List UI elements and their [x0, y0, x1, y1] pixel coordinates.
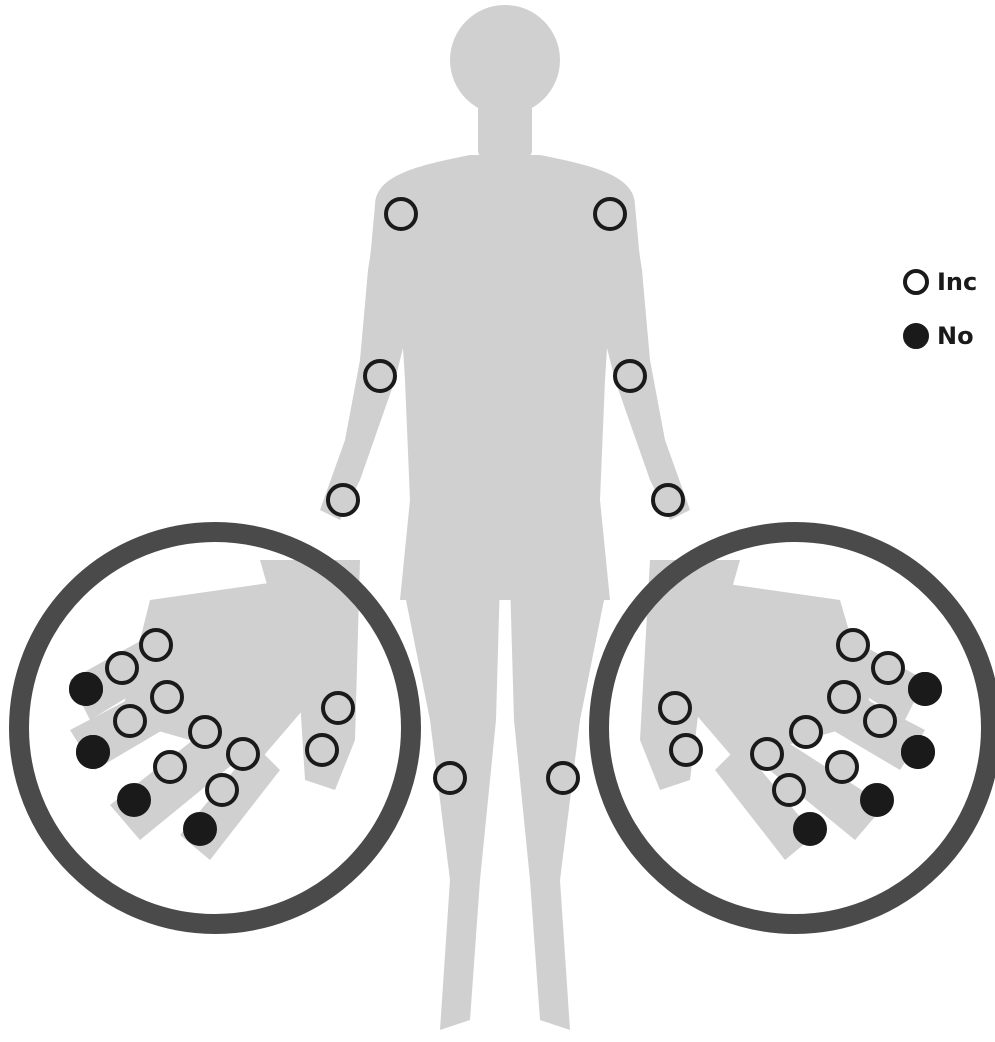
right-hand-little-joint-1	[752, 739, 782, 769]
right-hand-thumb-joint-1	[660, 693, 690, 723]
left-hand-middle-joint-4	[78, 737, 108, 767]
left-hand-little-joint-1	[228, 739, 258, 769]
open-circle-icon	[903, 269, 929, 295]
filled-circle-icon	[903, 323, 929, 349]
left-hand-little-joint-2	[207, 775, 237, 805]
right-hand-middle-joint-2	[865, 706, 895, 736]
left-hand-ring-joint-3	[119, 785, 149, 815]
legend-label-not-included: No	[937, 322, 974, 350]
body-silhouette	[320, 5, 690, 1030]
left-elbow-joint	[615, 361, 645, 391]
right-hand-little-joint-2	[774, 775, 804, 805]
left-wrist-joint	[653, 485, 683, 515]
left-hand-little-joint-3	[185, 814, 215, 844]
left-knee-joint	[548, 763, 578, 793]
left-hand-index-joint-4	[71, 674, 101, 704]
right-knee-joint	[435, 763, 465, 793]
right-hand-middle-joint-1	[829, 682, 859, 712]
left-hand-thumb-joint-2	[307, 735, 337, 765]
right-elbow-joint	[365, 361, 395, 391]
right-hand-ring-joint-3	[862, 785, 892, 815]
right-hand-middle-joint-4	[903, 737, 933, 767]
left-shoulder-joint	[595, 199, 625, 229]
right-hand-little-joint-3	[795, 814, 825, 844]
legend-item-included: Inc	[903, 268, 977, 296]
left-hand-middle-joint-2	[115, 706, 145, 736]
right-shoulder-joint	[386, 199, 416, 229]
right-hand-ring-joint-1	[791, 717, 821, 747]
left-hand-index-joint-1	[141, 630, 171, 660]
legend-label-included: Inc	[937, 268, 977, 296]
left-hand-ring-joint-2	[155, 752, 185, 782]
right-hand-index-joint-1	[838, 630, 868, 660]
right-hand-index-joint-4	[910, 674, 940, 704]
right-hand-index-joint-2	[873, 653, 903, 683]
right-wrist-joint	[328, 485, 358, 515]
left-hand-thumb-joint-1	[323, 693, 353, 723]
left-hand-ring-joint-1	[190, 717, 220, 747]
right-hand-ring-joint-2	[827, 752, 857, 782]
right-hand-thumb-joint-2	[671, 735, 701, 765]
left-hand-middle-joint-1	[152, 682, 182, 712]
legend-item-not-included: No	[903, 322, 974, 350]
left-hand-index-joint-2	[107, 653, 137, 683]
